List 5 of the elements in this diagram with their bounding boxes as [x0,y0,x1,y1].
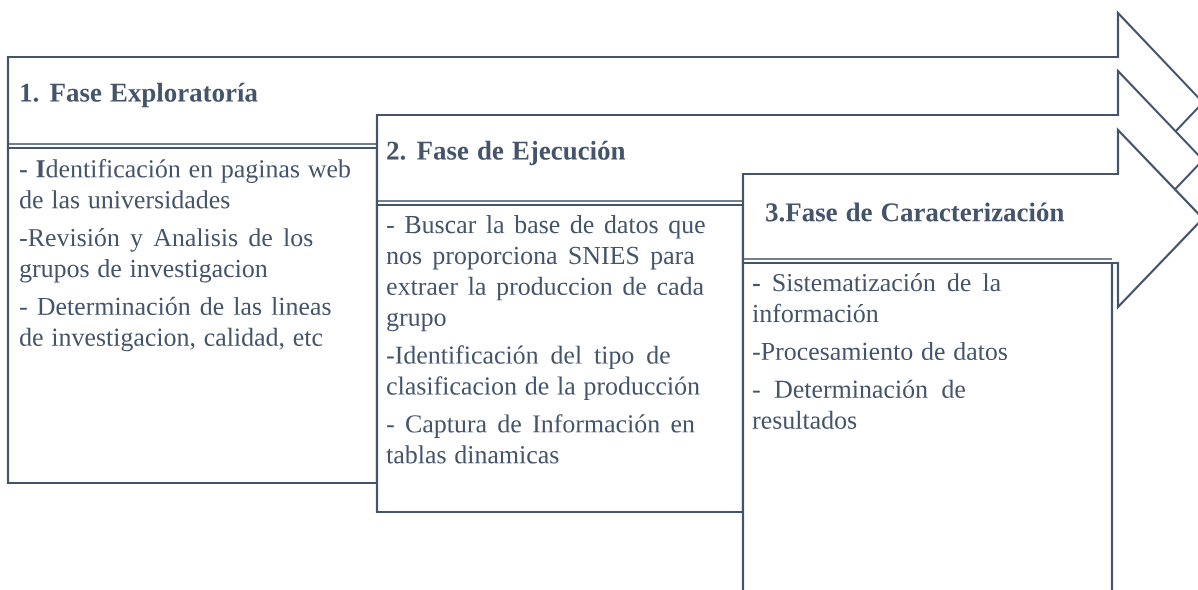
text-box: - Buscar la base de datos que nos proporciona SNIES para extraer la produccion de cada grupo -Identificación del tipo de clasificacion de la producción - Captura de Información en tablas dinamicas [375,200,745,514]
text-box: - Identificación en paginas web de las universidades -Revisión y Analisis de los grupos de investigacion - Determinación de las lineas de investigacion, calidad, etc [6,143,379,485]
text-box: - Sistematización de la información -Procesamiento de datos - Determinación de resultados [741,258,1114,590]
node-label: 3.Fase de Caracterización [766,202,1064,222]
node-label: 2. Fase de Ejecución [387,140,626,166]
